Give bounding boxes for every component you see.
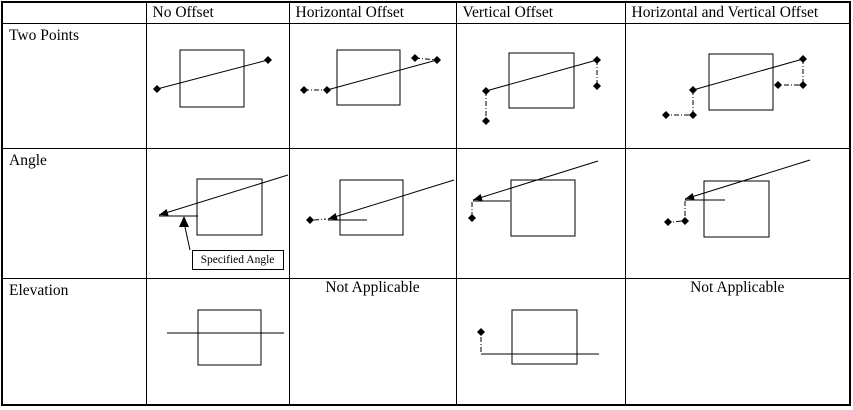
col-header-vertical-offset: Vertical Offset [455, 1, 626, 24]
col-header-horizontal-offset: Horizontal Offset [288, 1, 457, 24]
point-marker-diamond [410, 54, 419, 62]
point-marker-diamond [592, 82, 601, 90]
point-marker-diamond [688, 86, 697, 94]
cell-elevation-no-offset [145, 278, 290, 405]
two-points-vertical-offset-diagram [481, 52, 601, 125]
point-marker-diamond [467, 214, 476, 222]
boundary-rect [179, 49, 244, 108]
boundary-rect [703, 180, 769, 238]
horizontal-offset-link [313, 218, 326, 221]
angle-no-offset-diagram [158, 174, 288, 251]
boundary-rect [511, 309, 577, 365]
horizontal-offset-link [414, 57, 437, 61]
point-marker-diamond [305, 216, 314, 224]
angle-line [684, 159, 810, 200]
arrowhead [472, 194, 483, 201]
col-header-horizontal-vertical-offset: Horizontal and Vertical Offset [624, 1, 851, 24]
point-marker-diamond [798, 55, 807, 63]
arrowhead [158, 209, 169, 216]
point-marker-diamond [798, 81, 807, 89]
row-angle: Angle Specified Angle [1, 148, 851, 279]
corner-cell [1, 1, 147, 24]
cell-angle-horizontal-offset [288, 148, 457, 279]
point-marker-diamond [299, 86, 308, 94]
cell-two-points-no-offset [145, 23, 290, 149]
boundary-rect [508, 52, 574, 109]
angle-horizontal-vertical-offset-diagram [663, 159, 810, 238]
two-points-line [326, 59, 437, 91]
point-marker-diamond [688, 111, 697, 119]
two-points-line [692, 58, 803, 91]
point-marker-diamond [661, 111, 670, 119]
arrowhead [684, 193, 695, 200]
boundary-rect [196, 178, 262, 236]
point-marker-diamond [322, 86, 331, 94]
cell-elevation-vertical-offset [455, 278, 626, 405]
row-label-angle: Angle [1, 148, 147, 279]
row-label-two-points: Two Points [1, 23, 147, 149]
elevation-no-offset-diagram [166, 309, 284, 366]
angle-line [327, 179, 454, 220]
angle-vertical-offset-diagram [467, 160, 598, 237]
point-marker-diamond [152, 85, 161, 93]
boundary-rect [336, 49, 400, 106]
point-marker-diamond [663, 218, 672, 226]
angle-horizontal-offset-diagram [305, 179, 454, 236]
point-marker-diamond [773, 81, 782, 89]
two-points-horizontal-vertical-offset-diagram [661, 53, 807, 119]
callout-leader-line [184, 226, 190, 251]
two-points-horizontal-offset-diagram [299, 49, 441, 106]
angle-line [472, 160, 598, 201]
two-points-line [156, 59, 268, 90]
point-marker-diamond [263, 56, 272, 64]
cell-elevation-horizontal-vertical-offset: Not Applicable [624, 278, 851, 405]
two-points-line [485, 59, 597, 92]
elevation-vertical-offset-diagram [476, 309, 599, 365]
two-points-no-offset-diagram [152, 49, 272, 108]
boundary-rect [339, 179, 403, 236]
cell-two-points-horizontal-offset [288, 23, 457, 149]
point-marker-diamond [432, 56, 441, 64]
point-marker-diamond [680, 217, 689, 225]
boundary-rect [510, 179, 575, 237]
header-row: No Offset Horizontal Offset Vertical Off… [1, 1, 851, 24]
horizontal-offset-link [672, 220, 681, 223]
boundary-rect [197, 309, 261, 366]
arrowhead [327, 213, 338, 220]
row-elevation: Elevation Not Applicable Not Applicable [1, 278, 851, 405]
angle-pointer-arrowhead [178, 216, 189, 227]
point-marker-diamond [481, 117, 490, 125]
point-marker-diamond [592, 56, 601, 64]
cell-angle-vertical-offset [455, 148, 626, 279]
row-two-points: Two Points [1, 23, 851, 149]
point-marker-diamond [476, 328, 485, 336]
row-label-elevation: Elevation [1, 278, 147, 405]
angle-line [158, 174, 288, 216]
specified-angle-callout: Specified Angle [191, 250, 284, 270]
cell-angle-no-offset: Specified Angle [145, 148, 290, 279]
cell-two-points-vertical-offset [455, 23, 626, 149]
point-marker-diamond [481, 87, 490, 95]
cell-two-points-horizontal-vertical-offset [624, 23, 851, 149]
boundary-rect [708, 53, 773, 111]
col-header-no-offset: No Offset [145, 1, 290, 24]
cell-elevation-horizontal-offset: Not Applicable [288, 278, 457, 405]
cell-angle-horizontal-vertical-offset [624, 148, 851, 279]
